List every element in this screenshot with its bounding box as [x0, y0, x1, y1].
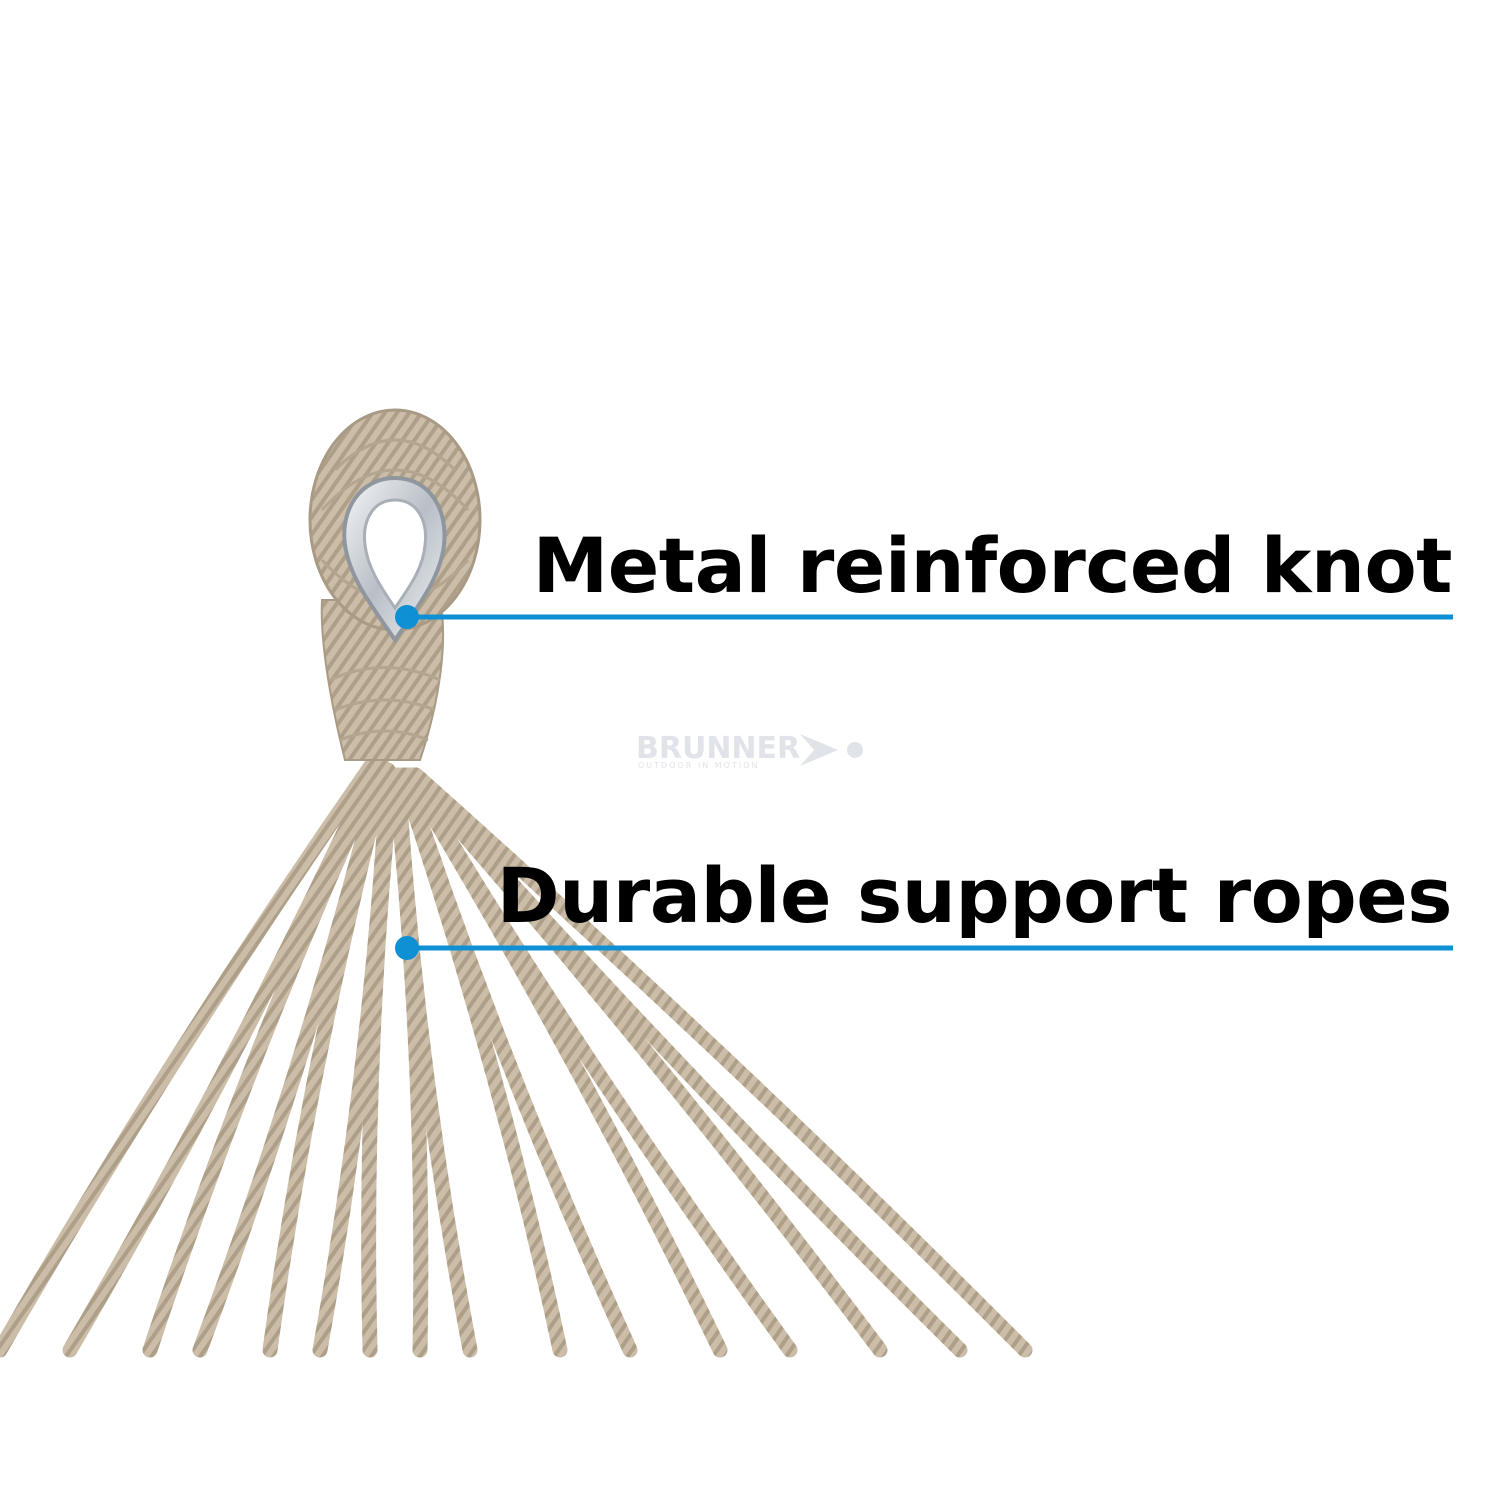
rope-strand: [390, 767, 478, 1358]
rope-strand: [408, 767, 1033, 1358]
callout-dot-ropes: [395, 936, 419, 960]
rope-strand: [397, 767, 638, 1358]
rope-strand: [142, 757, 388, 1358]
watermark-arrow-icon: [800, 734, 838, 766]
rope-strand: [262, 762, 393, 1358]
watermark-tagline: OUTDOOR IN MOTION: [638, 761, 760, 770]
callout-dot-knot: [395, 605, 419, 629]
metal-thimble: [342, 475, 447, 644]
support-ropes: [0, 752, 1033, 1358]
rope-strand: [361, 767, 400, 1358]
callout-lines: [395, 605, 1453, 960]
brand-watermark: BRUNNER OUTDOOR IN MOTION: [636, 731, 863, 770]
rope-strand: [402, 767, 798, 1358]
rope-strand: [0, 752, 383, 1358]
callout-label-ropes: Durable support ropes: [496, 851, 1453, 940]
watermark-brand: BRUNNER: [636, 731, 800, 766]
callout-label-knot: Metal reinforced knot: [532, 521, 1453, 610]
rope-strand: [406, 767, 968, 1358]
